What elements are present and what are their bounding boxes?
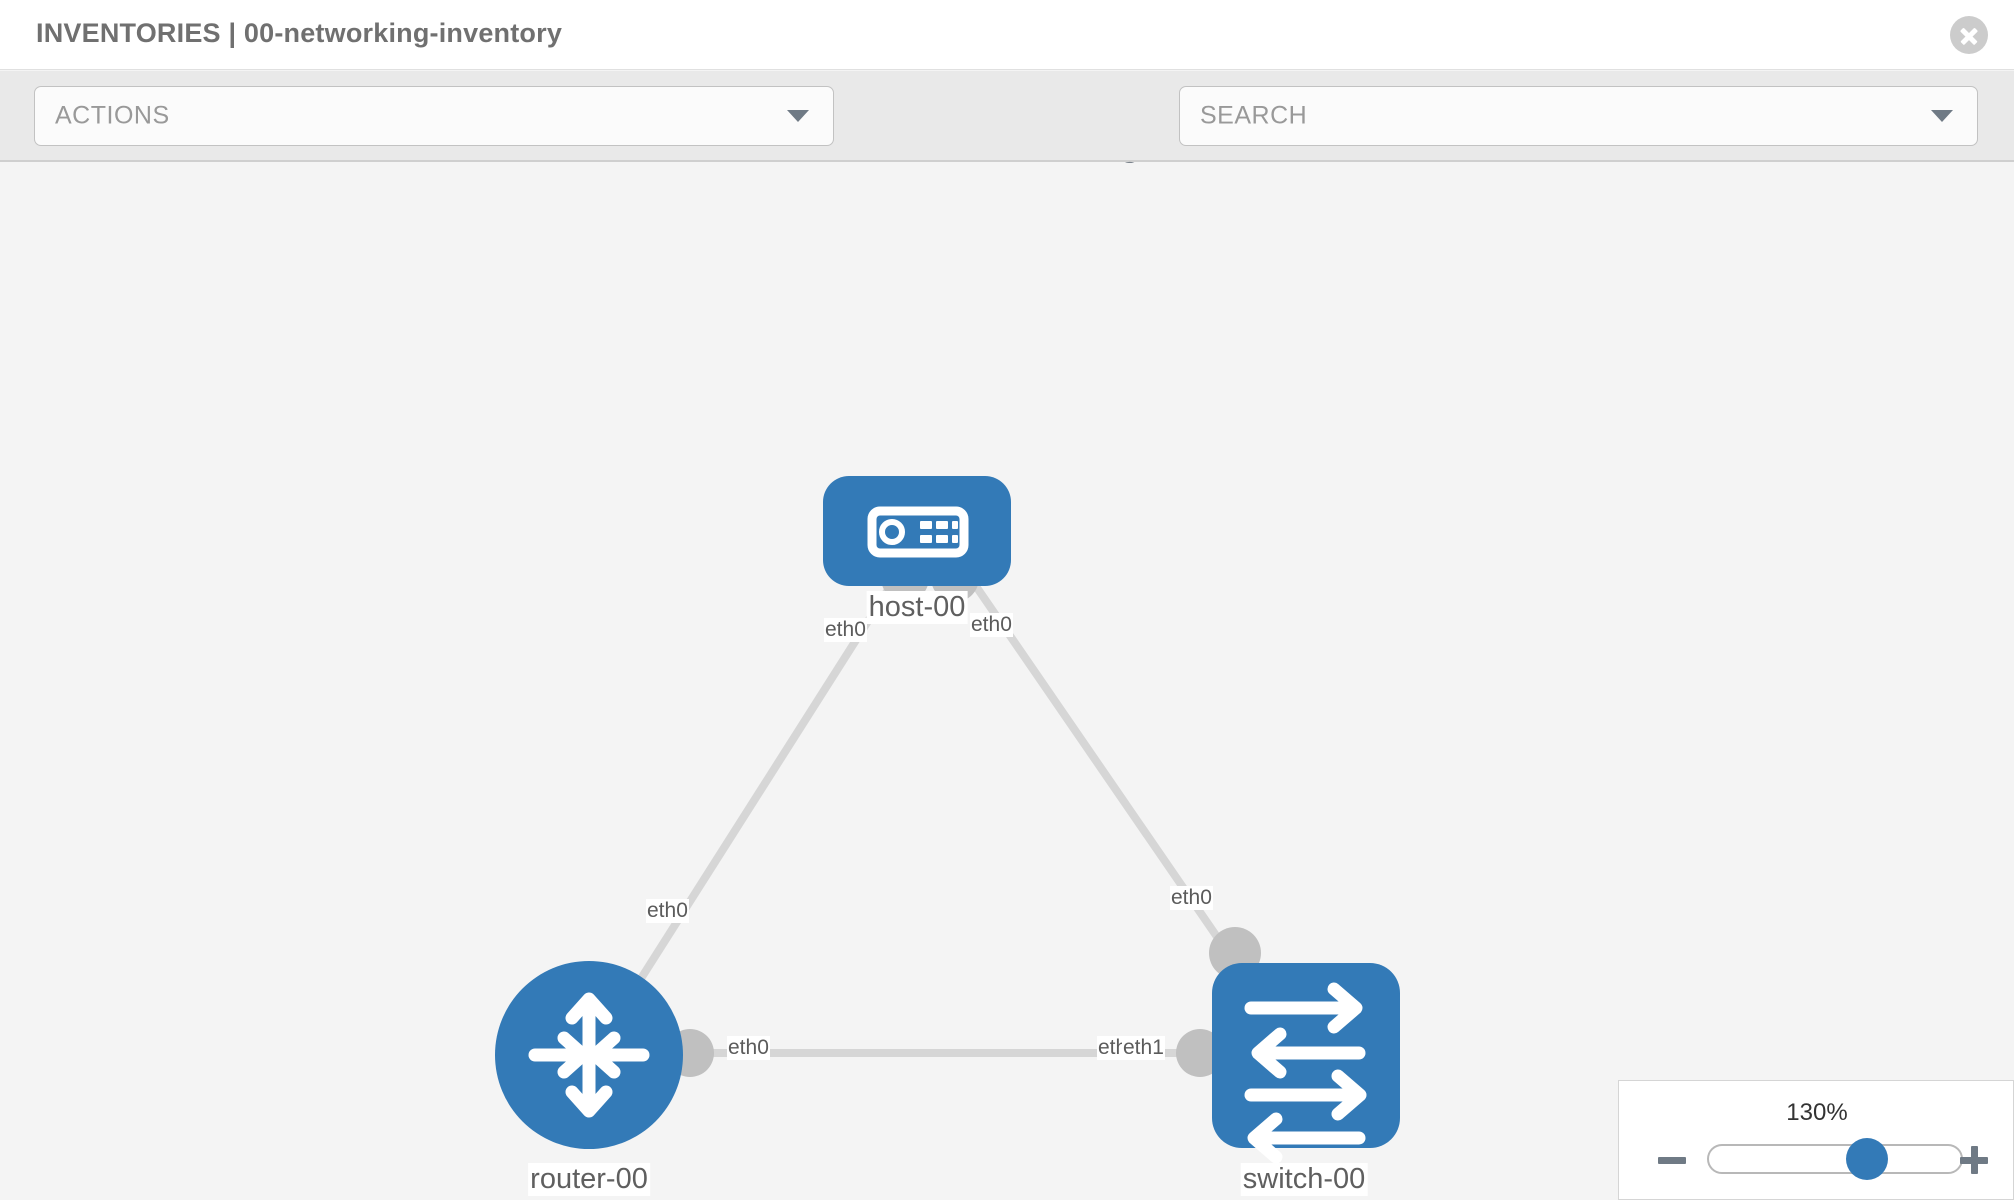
zoom-in-button[interactable]	[1957, 1143, 1991, 1177]
port-label-host-right: eth0	[970, 613, 1013, 637]
toolbar: ACTIONS SEARCH	[0, 71, 2014, 204]
zoom-slider-track[interactable]	[1707, 1144, 1963, 1174]
zoom-slider-handle[interactable]	[1846, 1138, 1889, 1180]
page-title: INVENTORIES | 00-networking-inventory	[36, 18, 563, 48]
port-layer	[666, 554, 1261, 1077]
port-label-router-up: eth0	[646, 899, 689, 923]
zoom-control-panel: 130%	[1618, 1080, 2014, 1200]
router-icon	[528, 992, 650, 1118]
chevron-down-icon	[1931, 110, 1953, 122]
port-label-switch-up: eth0	[1170, 886, 1213, 910]
actions-dropdown-label: ACTIONS	[55, 101, 170, 130]
node-label-host-00: host-00	[866, 591, 968, 624]
zoom-level-value: 130%	[1786, 1099, 1848, 1126]
zoom-out-button[interactable]	[1655, 1143, 1689, 1177]
chevron-down-icon	[787, 110, 809, 122]
switch-icon	[1244, 982, 1367, 1164]
server-icon	[867, 506, 969, 558]
node-label-switch-00: switch-00	[1240, 1163, 1368, 1196]
topology-graph	[495, 476, 1400, 1164]
topology-canvas[interactable]: host-00 router-00 switch-00 eth0 eth0 et…	[0, 163, 2014, 1200]
page-header: INVENTORIES | 00-networking-inventory	[0, 0, 2014, 70]
search-placeholder: SEARCH	[1200, 101, 1308, 130]
port-label-host-left: eth0	[824, 618, 867, 642]
link-layer	[596, 560, 1239, 1057]
port-label-router-right: eth0	[727, 1036, 770, 1060]
actions-dropdown[interactable]: ACTIONS	[34, 86, 834, 146]
port-label-switch-left-b: eth1	[1122, 1036, 1165, 1060]
node-switch-00	[1212, 963, 1400, 1164]
node-host-00	[823, 476, 1011, 586]
node-label-router-00: router-00	[528, 1163, 650, 1196]
node-router-00	[495, 961, 683, 1149]
search-input[interactable]: SEARCH	[1179, 86, 1978, 146]
close-icon[interactable]	[1950, 16, 1988, 54]
link-host-router	[596, 560, 909, 1046]
